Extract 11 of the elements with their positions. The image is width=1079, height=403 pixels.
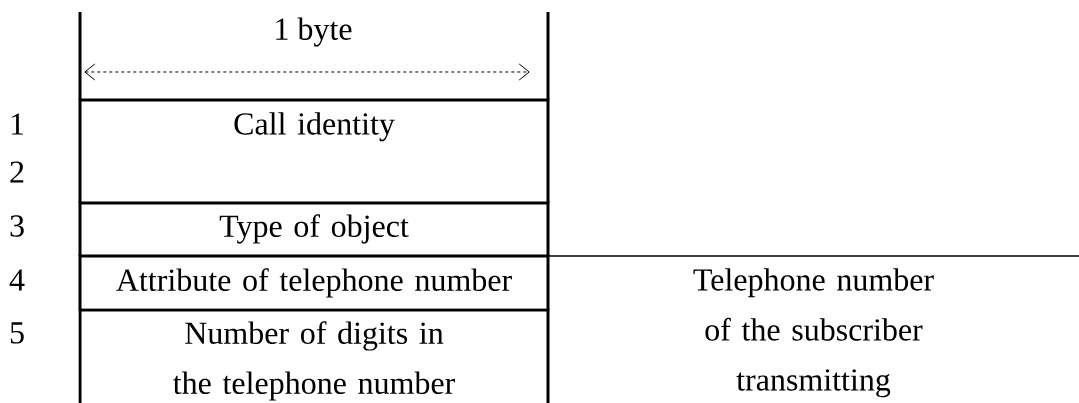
- field-cell: Type of object: [78, 201, 550, 256]
- field-cell: Telephone number of the subscriber transmitting: [547, 255, 1079, 398]
- row-number: 1: [11, 113, 24, 135]
- row-number: 2: [10, 161, 24, 183]
- row-number: 4: [9, 269, 25, 291]
- row-number: 3: [10, 215, 24, 237]
- dimension-label: 1 byte: [276, 17, 352, 47]
- row-number: 5: [10, 322, 24, 344]
- field-cell: Number of digits in the telephone number: [78, 308, 550, 403]
- field-cell: Call identity: [78, 98, 550, 203]
- field-cell: Attribute of telephone number: [78, 254, 550, 310]
